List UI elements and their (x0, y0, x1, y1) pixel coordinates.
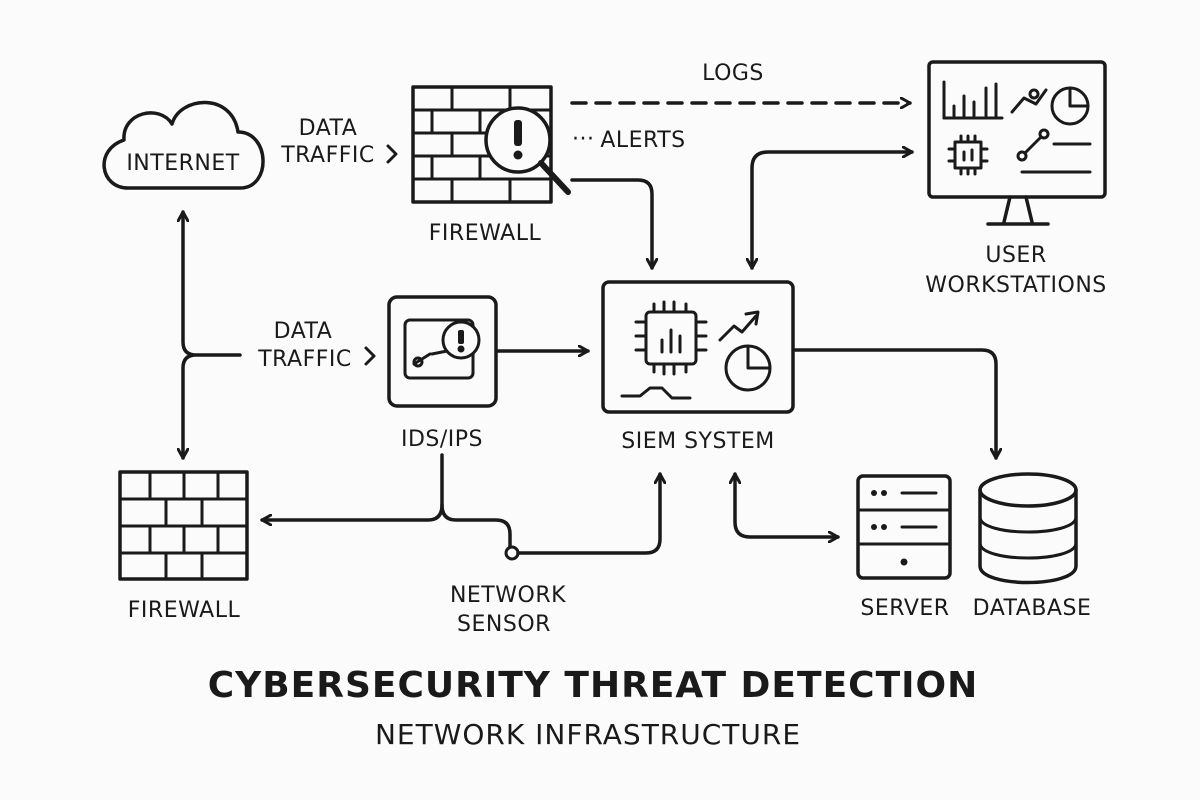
workstations-label-line1: USER (985, 243, 1046, 268)
traffic-top-label-line2: TRAFFIC (280, 143, 375, 168)
siem-cpu-icon (634, 300, 708, 376)
firewall-siem-link (570, 178, 652, 270)
siem-pie-icon (724, 344, 772, 392)
workstations-label-line2: WORKSTATIONS (925, 273, 1106, 298)
diagram-subtitle: NETWORK INFRASTRUCTURE (375, 718, 801, 751)
logs-label: LOGS (702, 61, 764, 86)
siem-server-link (735, 472, 840, 537)
traffic-chevron-mid (364, 346, 376, 366)
siem-trend-icon (718, 310, 760, 342)
server-icon (856, 474, 952, 580)
siem-signal-line (620, 386, 692, 400)
database-node: DATABASE (973, 472, 1092, 621)
ids-sensor-link (440, 503, 512, 548)
internet-label: INTERNET (126, 151, 239, 176)
sensor-point-icon (504, 545, 520, 561)
siem-label: SIEM SYSTEM (621, 429, 775, 454)
firewall-top-node: FIREWALL (411, 85, 571, 246)
sensor-siem-link (516, 472, 660, 555)
alerts-dots: ··· (572, 127, 594, 152)
diagram-title: CYBERSECURITY THREAT DETECTION (208, 665, 979, 706)
sensor-label-line1: NETWORK (450, 583, 566, 608)
traffic-mid-label-line2: TRAFFIC (257, 347, 352, 372)
ids-firewall-link (260, 453, 444, 520)
server-label: SERVER (860, 596, 949, 621)
ids-ips-label: IDS/IPS (401, 427, 483, 452)
traffic-mid-label-line1: DATA (274, 319, 333, 344)
siem-workstation-link (752, 152, 914, 270)
internet-node: INTERNET (102, 100, 265, 190)
firewall-icon (118, 470, 249, 581)
traffic-top-label-line1: DATA (299, 116, 358, 141)
siem-node: SIEM SYSTEM (601, 280, 795, 454)
database-icon (978, 472, 1078, 585)
firewall-top-label: FIREWALL (429, 221, 542, 246)
magnifier-alert-icon (484, 106, 571, 195)
internet-firewall-link (183, 212, 242, 458)
firewall-bottom-node: FIREWALL (118, 470, 249, 623)
siem-box (601, 280, 795, 414)
ids-box (387, 295, 498, 408)
siem-database-link (793, 348, 996, 460)
firewall-bottom-label: FIREWALL (128, 598, 241, 623)
alerts-label: ALERTS (600, 128, 685, 153)
sensor-label-line2: SENSOR (457, 612, 551, 637)
network-sensor-node: NETWORK SENSOR (450, 545, 566, 637)
cloud-icon (102, 100, 265, 190)
database-label: DATABASE (973, 596, 1092, 621)
connectors: ··· (183, 103, 996, 555)
ids-ips-node: IDS/IPS (387, 295, 498, 452)
workstations-node: USER WORKSTATIONS (925, 60, 1107, 298)
ids-alert-icon (403, 318, 481, 380)
server-node: SERVER (856, 474, 952, 621)
traffic-chevron-top (386, 144, 398, 164)
monitor-icon (927, 60, 1107, 226)
edge-labels: DATA TRAFFIC DATA TRAFFIC LOGS ALERTS (257, 61, 764, 372)
